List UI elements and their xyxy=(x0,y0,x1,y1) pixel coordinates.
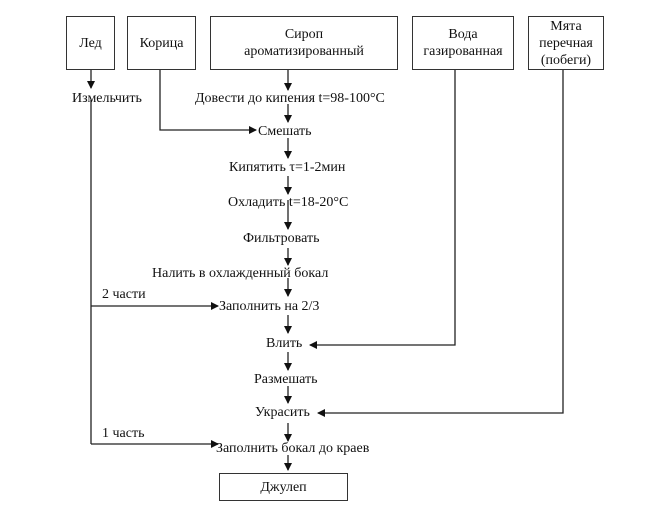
ingredient-syrup-label-2: ароматизированный xyxy=(244,44,364,59)
step-fill-to-brim: Заполнить бокал до краев xyxy=(216,441,370,456)
step-crush: Измельчить xyxy=(72,91,142,106)
step-pour-glass: Налить в охлажденный бокал xyxy=(152,266,329,281)
ingredient-soda-box: Вода газированная xyxy=(412,16,514,70)
step-mix: Смешать xyxy=(258,124,312,139)
result-label: Джулеп xyxy=(260,479,307,495)
ingredient-mint-label-3: (побеги) xyxy=(540,52,592,68)
step-filter: Фильтровать xyxy=(243,231,320,246)
ingredient-syrup-box: Сироп ароматизированный xyxy=(210,16,398,70)
ingredient-mint-label-1: Мята xyxy=(550,18,582,34)
ingredient-ice-label: Лед xyxy=(79,35,102,51)
step-boil-to: Довести до кипения t=98-100°С xyxy=(195,91,385,106)
ingredient-cinnamon-label: Корица xyxy=(139,35,184,51)
step-fill-two-thirds: Заполнить на 2/3 xyxy=(219,299,320,314)
ingredient-cinnamon-box: Корица xyxy=(127,16,196,70)
ingredient-mint-box: Мята перечная (побеги) xyxy=(528,16,604,70)
ingredient-soda-label-2: газированная xyxy=(423,44,503,59)
ingredient-mint-label-2: перечная xyxy=(539,35,593,51)
ingredient-ice-box: Лед xyxy=(66,16,115,70)
arrow-soda-pourin xyxy=(309,70,456,349)
step-decorate: Украсить xyxy=(255,405,310,420)
arrow-cinnamon-mix xyxy=(159,70,257,134)
edge-label-one-part: 1 часть xyxy=(102,426,145,441)
ingredient-soda-label-1: Вода xyxy=(448,27,478,42)
result-box: Джулеп xyxy=(219,473,348,501)
step-pour-in: Влить xyxy=(266,336,303,351)
edge-label-two-parts: 2 части xyxy=(102,287,146,302)
step-boil: Кипятить τ=1-2мин xyxy=(229,160,346,175)
step-cool: Охладить t=18-20°С xyxy=(228,195,349,210)
step-stir: Размешать xyxy=(254,372,318,387)
arrow-mint-decorate xyxy=(317,70,564,417)
ingredient-syrup-label-1: Сироп xyxy=(284,27,324,42)
